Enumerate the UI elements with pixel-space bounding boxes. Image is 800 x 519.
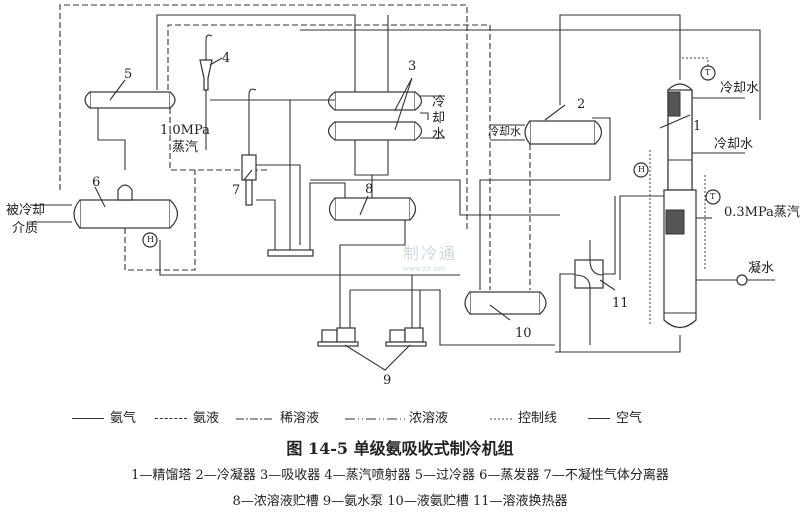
pipe-top-3 xyxy=(300,29,761,120)
level-controller-label: H xyxy=(638,165,645,174)
control-line-column xyxy=(679,57,709,80)
pipe-medium-in-out xyxy=(30,204,72,223)
pipe-subcooler-down xyxy=(97,108,126,170)
legend-label: 浓溶液 xyxy=(409,411,449,426)
label-ejector-4: 4 xyxy=(222,51,231,66)
label-hx-11: 11 xyxy=(612,296,629,311)
leaders xyxy=(94,57,691,321)
pipe-ammonia-gas-top xyxy=(156,14,356,90)
legend-label: 控制线 xyxy=(518,411,558,426)
legend-item-ammonia-liquid: 氨液 xyxy=(155,412,219,425)
parts-list-line-1: 1—精馏塔 2—冷凝器 3—吸收器 4—蒸汽喷射器 5—过冷器 6—蒸发器 7—… xyxy=(131,468,669,483)
leader-9 xyxy=(344,344,411,371)
watermark-url: www.zlt.net xyxy=(403,265,445,273)
pipe-tank8-out xyxy=(339,220,406,340)
figure-caption: 图 14-5 单级氨吸收式制冷机组 xyxy=(286,439,514,458)
pipe-column-feed xyxy=(619,195,664,280)
pipe-ammonia-liquid-top xyxy=(59,4,468,230)
label-tank-10: 10 xyxy=(515,326,532,341)
process-flow-diagram xyxy=(30,4,775,371)
cooling-water-absorber-3: 水 xyxy=(432,127,446,142)
cooling-water-absorber-1: 冷 xyxy=(432,95,446,110)
cooling-water-condenser-label: 冷却水 xyxy=(488,125,521,138)
pipe-absorber-top xyxy=(354,15,389,92)
condensate-label: 凝水 xyxy=(748,261,775,276)
label-column-1: 1 xyxy=(693,119,702,134)
cooled-medium-label-2: 介质 xyxy=(12,221,39,236)
legend-line-dash-dot xyxy=(236,417,274,420)
condenser-2 xyxy=(524,120,603,145)
steam-1mpa-label: 1.0MPa xyxy=(160,123,210,138)
legend-label: 氨液 xyxy=(193,411,220,426)
noncondensable-gas-separator-7 xyxy=(241,88,257,206)
rectification-column-1 xyxy=(663,83,697,329)
pipe-tank8-in xyxy=(309,182,346,255)
level-controller xyxy=(633,162,649,178)
legend-item-control-line: 控制线 xyxy=(490,412,557,425)
pipe-pump-lines xyxy=(340,274,555,346)
evaporator-6 xyxy=(73,184,179,229)
cooling-water-mid-label: 冷却水 xyxy=(714,137,754,152)
pipe-absorber-bottom xyxy=(354,140,389,198)
temp-controller-bottom xyxy=(705,189,721,205)
label-pump-9: 9 xyxy=(383,373,392,388)
manifold xyxy=(267,249,314,257)
pipe-cw-condenser xyxy=(490,124,525,141)
label-separator-7: 7 xyxy=(232,183,241,198)
pipe-separator-right xyxy=(256,164,301,245)
pipe-absorber-cw xyxy=(420,95,445,139)
steam-03mpa-label: 0.3MPa蒸汽 xyxy=(724,205,800,220)
steam-ejector-4 xyxy=(199,34,213,150)
liquid-ammonia-tank-10 xyxy=(464,291,547,315)
legend-item-dilute-solution: 稀溶液 xyxy=(236,412,319,425)
legend-line-dashed xyxy=(155,418,187,419)
legend: 氨气 氨液 稀溶液 浓溶液 控制线 空气 xyxy=(0,412,800,428)
legend-label: 空气 xyxy=(616,411,643,426)
legend-item-air: 空气 xyxy=(588,412,642,425)
level-controller-evap-label: H xyxy=(147,235,154,244)
pipe-subcooler-right xyxy=(169,108,268,171)
pipe-hx xyxy=(559,196,616,352)
cooling-water-absorber-2: 却 xyxy=(432,111,446,126)
steam-trap xyxy=(736,274,748,286)
label-absorber-3: 3 xyxy=(408,59,417,74)
legend-label: 稀溶液 xyxy=(280,411,320,426)
watermark: 制冷通 xyxy=(403,244,458,263)
legend-item-ammonia-gas: 氨气 xyxy=(72,412,136,425)
legend-label: 氨气 xyxy=(110,411,137,426)
legend-item-concentrated-solution: 浓溶液 xyxy=(345,412,448,425)
level-controller-evap xyxy=(142,232,158,248)
solution-heat-exchanger-11 xyxy=(574,259,604,289)
legend-line-dash-dot-dot xyxy=(345,417,405,420)
pipe-column-top-vapor xyxy=(559,14,681,105)
legend-line-solid xyxy=(72,418,104,419)
legend-line-solid xyxy=(588,418,610,419)
pipe-separator-bottom xyxy=(256,100,291,255)
subcooler-5 xyxy=(84,91,176,109)
pipe-tank8-feed xyxy=(310,179,560,216)
concentrated-solution-tank-8 xyxy=(328,197,417,221)
legend-line-dotted xyxy=(490,418,514,419)
label-evaporator-6: 6 xyxy=(92,175,101,190)
cooling-water-top-label: 冷却水 xyxy=(720,81,760,96)
label-subcooler-5: 5 xyxy=(124,67,133,82)
temp-controller-top-label: T xyxy=(705,68,711,77)
parts-list-line-2: 8—浓溶液贮槽 9—氨水泵 10—液氨贮槽 11—溶液换热器 xyxy=(232,494,568,509)
label-tank-8: 8 xyxy=(365,182,374,197)
cooled-medium-label: 被冷却 xyxy=(6,203,46,218)
temp-controller-top xyxy=(700,65,716,81)
pipe-column-bottom xyxy=(555,335,681,353)
pipe-condenser-vent xyxy=(479,117,611,290)
temp-controller-bottom-label: T xyxy=(710,192,716,201)
absorber-3 xyxy=(327,91,423,141)
pipe-top-2 xyxy=(167,24,491,290)
label-condenser-2: 2 xyxy=(577,97,586,112)
steam-1mpa-label-2: 蒸汽 xyxy=(172,140,199,155)
ammonia-water-pump-9 xyxy=(317,327,427,347)
